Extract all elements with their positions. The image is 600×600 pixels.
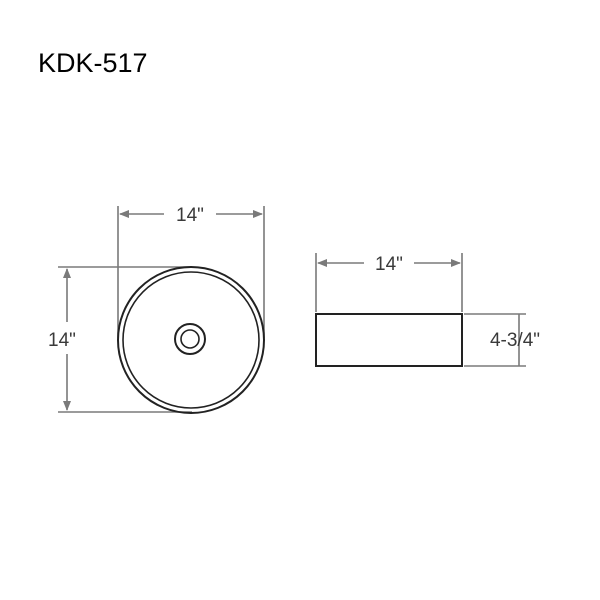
side-width-label: 14" bbox=[375, 254, 403, 275]
side-view: 14" 4-3/4" bbox=[315, 253, 540, 367]
drain-outer bbox=[174, 323, 206, 355]
side-height-label: 4-3/4" bbox=[490, 330, 540, 351]
top-width-label: 14" bbox=[176, 205, 204, 226]
model-title: KDK-517 bbox=[38, 48, 148, 78]
basin-outer-rim bbox=[117, 266, 265, 414]
basin-inner-rim bbox=[122, 271, 260, 409]
basin-profile bbox=[315, 313, 463, 367]
top-view: 14" 14" bbox=[48, 205, 265, 414]
top-depth-label: 14" bbox=[48, 330, 76, 351]
drain-inner bbox=[180, 329, 200, 349]
